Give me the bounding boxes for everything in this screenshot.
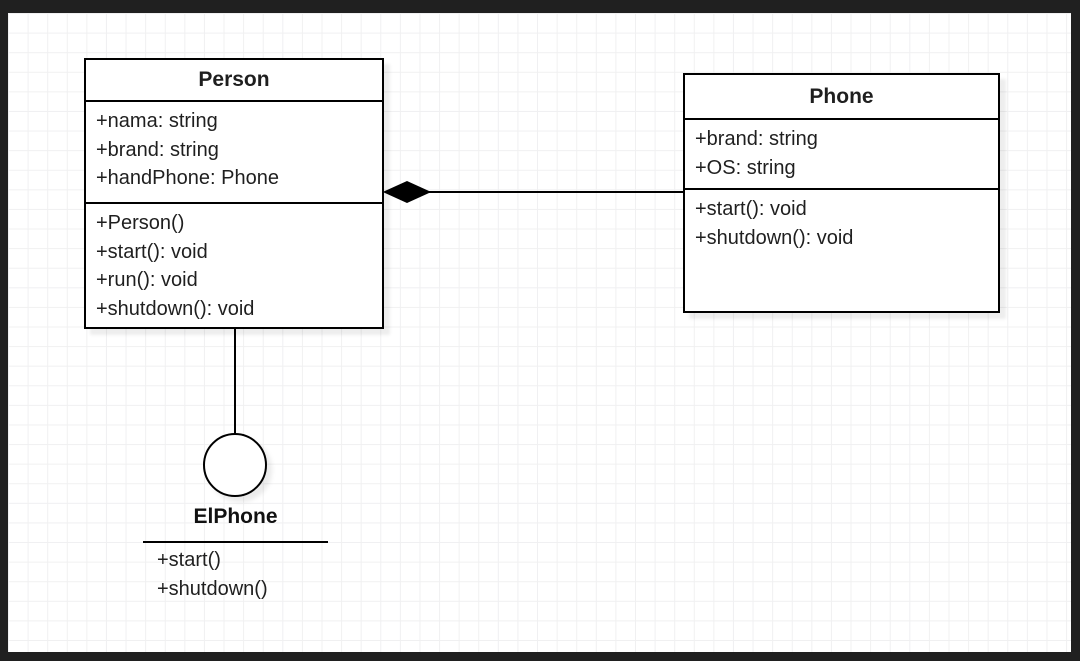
- class-attribute: +OS: string: [695, 156, 796, 179]
- class-method: +shutdown(): void: [695, 226, 854, 249]
- class-attribute: +nama: string: [96, 110, 218, 132]
- class-method: +Person(): [96, 212, 185, 234]
- class-attribute: +brand: string: [96, 138, 219, 161]
- diagram-shapes-layer: [203, 180, 684, 497]
- interface-underline: [143, 541, 328, 543]
- diagram-canvas[interactable]: Person +nama: string +brand: string +han…: [8, 13, 1071, 652]
- person-methods-section: +Person() +start(): void +run(): void +s…: [86, 204, 382, 327]
- class-attribute: +handPhone: Phone: [96, 167, 279, 189]
- class-box-person[interactable]: Person +nama: string +brand: string +han…: [84, 58, 384, 329]
- class-attribute: +brand: string: [695, 128, 818, 150]
- class-name-person: Person: [86, 60, 382, 102]
- composition-connector[interactable]: [382, 180, 684, 204]
- class-method: +shutdown(): void: [96, 297, 255, 320]
- class-box-phone[interactable]: Phone +brand: string +OS: string +start(…: [683, 73, 1000, 313]
- lollipop-circle-icon[interactable]: [203, 433, 267, 497]
- class-method: +start(): void: [96, 240, 208, 263]
- person-attributes-section: +nama: string +brand: string +handPhone:…: [86, 102, 382, 204]
- interface-name-label[interactable]: ElPhone: [193, 505, 278, 528]
- phone-attributes-section: +brand: string +OS: string: [685, 120, 998, 190]
- interface-methods-block[interactable]: +start() +shutdown(): [157, 546, 268, 603]
- phone-methods-section: +start(): void +shutdown(): void: [685, 190, 998, 311]
- interface-lollipop[interactable]: [203, 329, 267, 497]
- class-name-phone: Phone: [685, 75, 998, 120]
- class-method: +start(): void: [695, 198, 807, 220]
- interface-method: +shutdown(): [157, 577, 268, 600]
- class-method: +run(): void: [96, 269, 198, 291]
- interface-method: +start(): [157, 549, 221, 571]
- composition-diamond-icon: [382, 180, 432, 204]
